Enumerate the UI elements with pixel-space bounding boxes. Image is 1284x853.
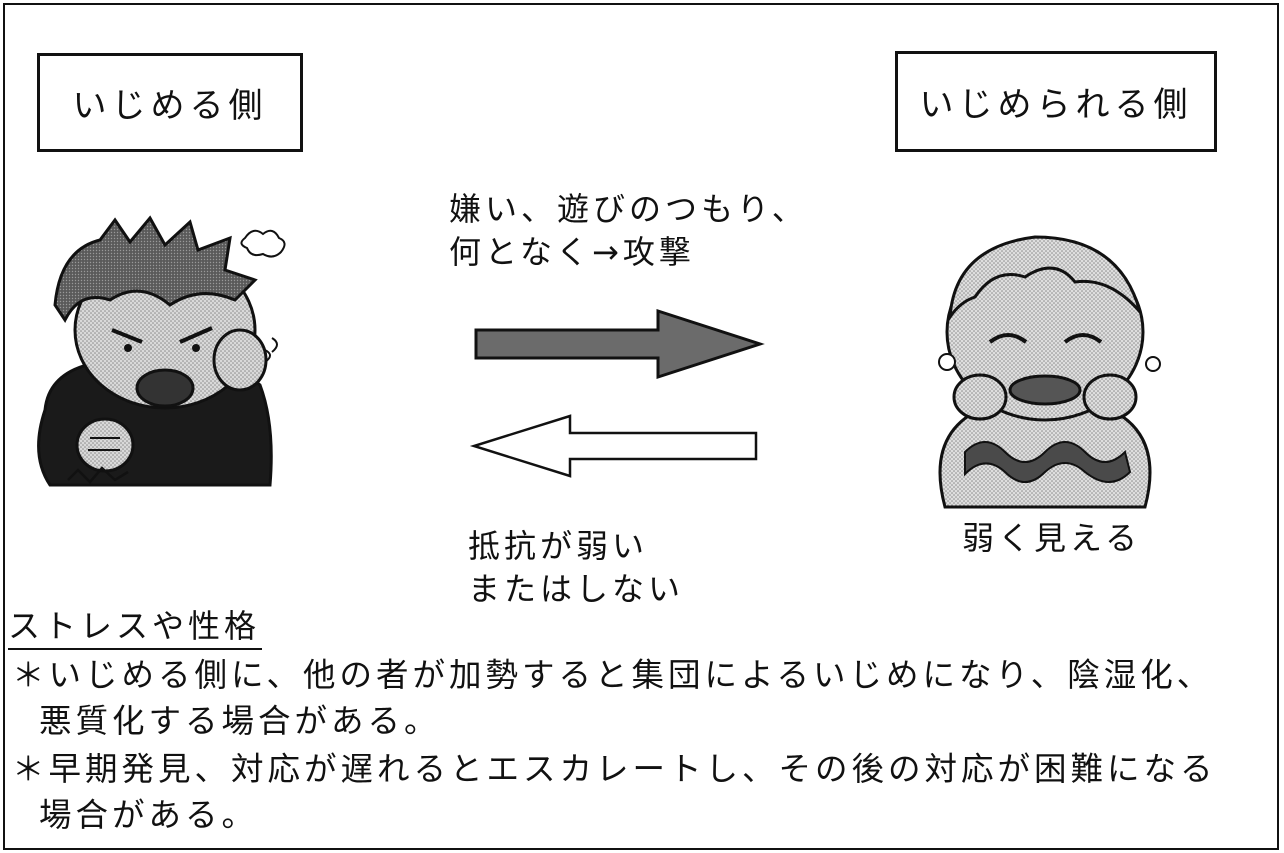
note-2-line-1: ＊早期発見、対応が遅れるとエスカレートし、その後の対応が困難になる	[12, 750, 1217, 788]
note-item-1: ＊いじめる側に、他の者が加勢すると集団によるいじめになり、陰湿化、 悪質化する場…	[12, 652, 1213, 744]
victim-side-label: いじめられる側	[919, 85, 1193, 125]
attack-caption-line-1: 嫌い、遊びのつもり、	[449, 190, 808, 228]
attack-arrow	[474, 308, 765, 380]
note-1-line-1: ＊いじめる側に、他の者が加勢すると集団によるいじめになり、陰湿化、	[12, 656, 1214, 694]
note-1-line-2: 悪質化する場合がある。	[39, 702, 441, 741]
weak-resistance-arrow	[469, 414, 758, 478]
section-heading: ストレスや性格	[8, 606, 263, 650]
note-2-line-2: 場合がある。	[39, 796, 259, 835]
attack-caption: 嫌い、遊びのつもり、 何となく→攻撃	[449, 188, 808, 274]
victim-caption: 弱く見える	[962, 519, 1142, 557]
figure-frame	[3, 3, 1279, 850]
angry-child-icon	[37, 215, 286, 487]
attack-caption-line-2: 何となく→攻撃	[449, 233, 695, 272]
resistance-caption-line-2: またはしない	[468, 570, 685, 609]
victim-side-box: いじめられる側	[895, 51, 1217, 152]
bully-side-box: いじめる側	[37, 53, 303, 152]
note-item-2: ＊早期発見、対応が遅れるとエスカレートし、その後の対応が困難になる 場合がある。	[12, 746, 1217, 838]
bully-side-label: いじめる側	[72, 86, 268, 126]
resistance-caption-line-1: 抵抗が弱い	[468, 527, 649, 565]
resistance-caption: 抵抗が弱い またはしない	[468, 525, 684, 611]
crying-child-icon	[938, 235, 1161, 509]
